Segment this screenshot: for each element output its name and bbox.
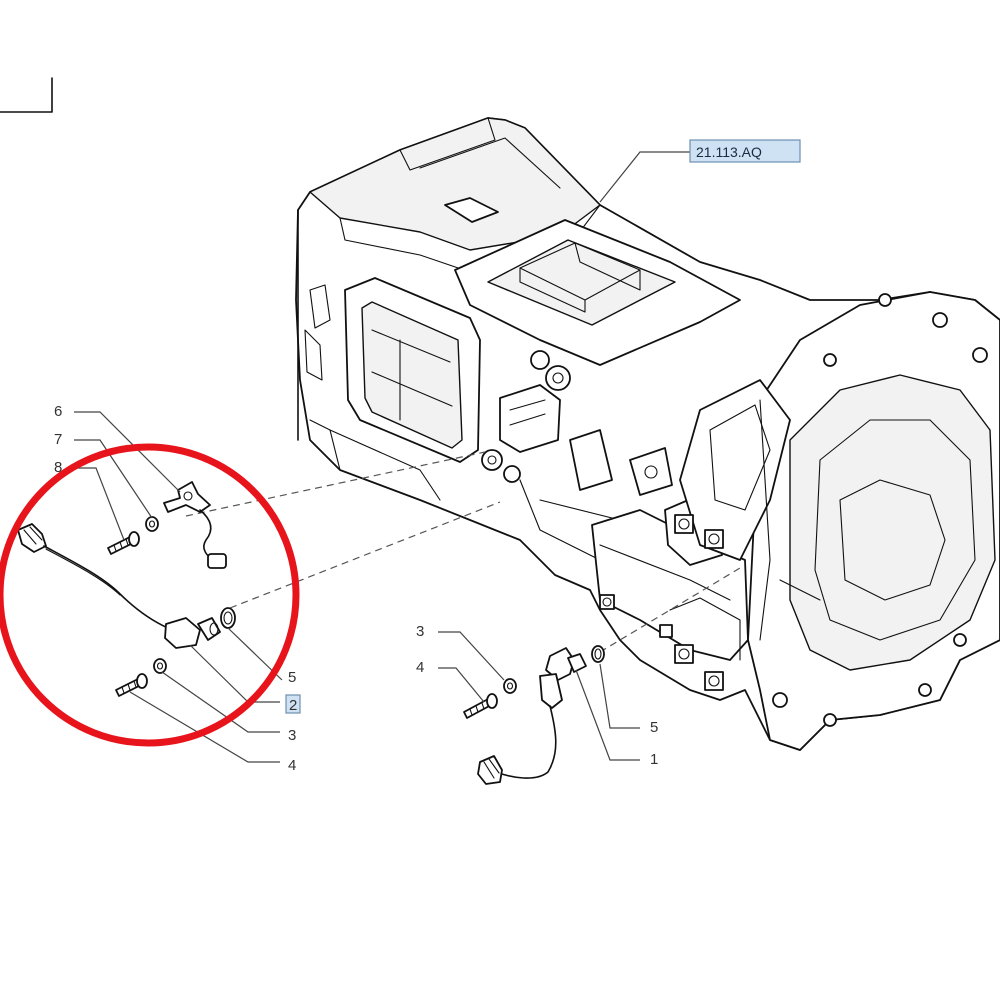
callout-4-right: 4 bbox=[416, 659, 424, 676]
callout-2: 2 bbox=[289, 697, 297, 714]
transmission-housing bbox=[295, 117, 1000, 751]
reference-code-text: 21.113.AQ bbox=[696, 144, 762, 160]
o-ring-part-5-right[interactable] bbox=[591, 645, 605, 663]
washer-part-3-right[interactable] bbox=[503, 678, 517, 694]
bolt-part-8[interactable] bbox=[107, 531, 140, 555]
reference-leader bbox=[599, 151, 690, 203]
callout-1: 1 bbox=[650, 751, 658, 768]
reference-code-label[interactable]: 21.113.AQ bbox=[689, 139, 801, 163]
right-sensor-assembly bbox=[463, 645, 605, 785]
assembly-lines bbox=[185, 451, 741, 653]
left-sensor-assembly bbox=[17, 481, 236, 697]
left-callouts: 6 7 8 5 2 3 4 bbox=[54, 403, 301, 774]
callout-3-left: 3 bbox=[288, 727, 296, 744]
o-ring-part-5-left[interactable] bbox=[220, 607, 236, 629]
callout-3-right: 3 bbox=[416, 623, 424, 640]
right-callouts: 3 4 5 1 bbox=[416, 623, 658, 768]
speed-sensor-part-1[interactable] bbox=[477, 647, 587, 785]
washer-part-7[interactable] bbox=[145, 516, 159, 532]
bolt-part-4-left[interactable] bbox=[115, 673, 148, 697]
speed-sensor-part-6[interactable] bbox=[163, 481, 227, 569]
callout-5-left: 5 bbox=[288, 669, 296, 686]
left-leader-lines bbox=[74, 411, 283, 763]
frame-corner bbox=[0, 77, 53, 113]
bolt-part-4-right[interactable] bbox=[463, 693, 498, 719]
right-leader-lines bbox=[438, 631, 640, 761]
callout-7: 7 bbox=[54, 431, 62, 448]
sensor-harness-part-2[interactable] bbox=[17, 523, 221, 649]
callout-8: 8 bbox=[54, 459, 62, 476]
washer-part-3-left[interactable] bbox=[153, 658, 167, 674]
callout-4-left: 4 bbox=[288, 757, 296, 774]
callout-5-right: 5 bbox=[650, 719, 658, 736]
callout-6: 6 bbox=[54, 403, 62, 420]
highlight-circle bbox=[0, 443, 300, 747]
callout-2-highlight bbox=[285, 694, 301, 714]
